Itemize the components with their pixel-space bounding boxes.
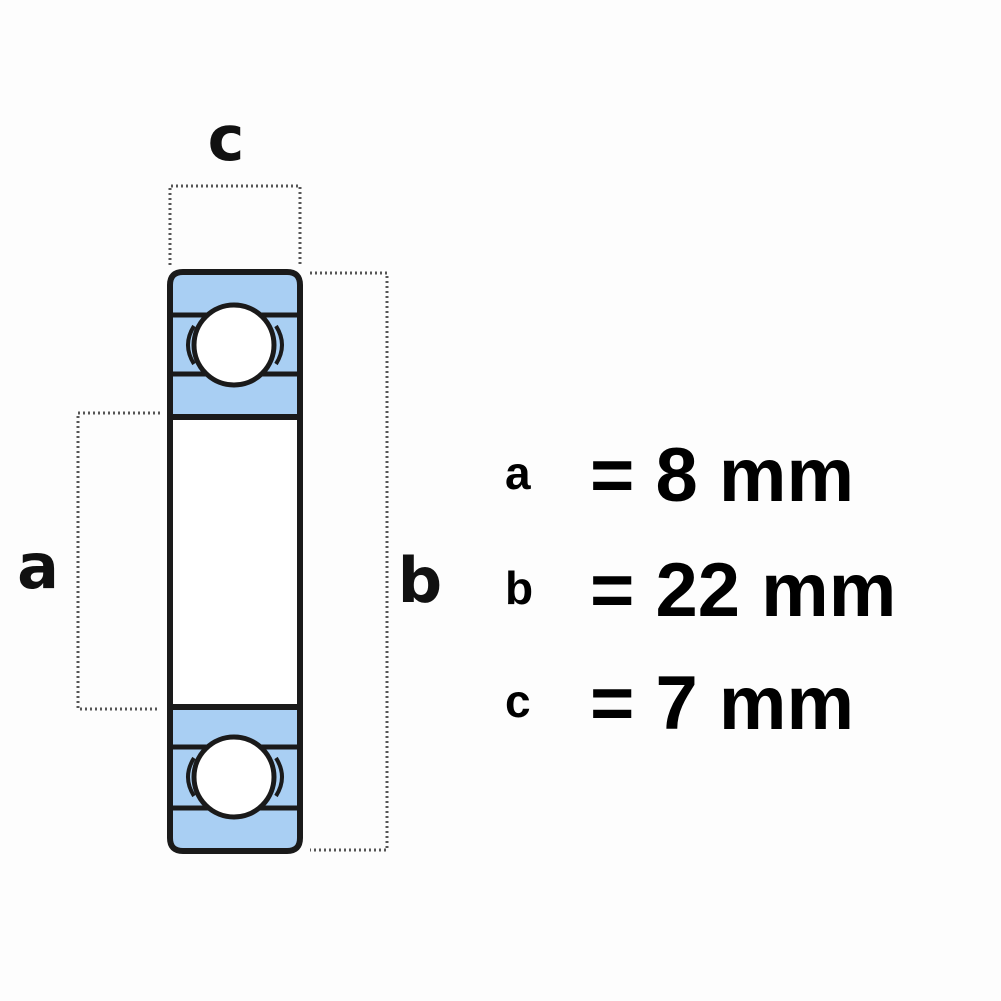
width-c-bracket	[168, 184, 302, 265]
upper-ball	[191, 302, 277, 388]
spec-value: = 8 mm	[590, 433, 855, 518]
spec-row-b: b = 22 mm	[505, 545, 995, 645]
lower-ball	[191, 734, 277, 820]
inner-a-bracket	[76, 411, 160, 711]
spec-key: a	[505, 447, 531, 499]
upper-seal-left	[186, 324, 196, 366]
spec-key: c	[505, 675, 531, 727]
outer-b-bracket	[310, 271, 389, 852]
bearing-body	[167, 269, 303, 854]
width-c-label: c	[208, 102, 245, 175]
lower-seal-right	[274, 756, 284, 798]
spec-row-a: a = 8 mm	[505, 430, 995, 530]
inner-a-label: a	[17, 530, 59, 603]
upper-seal-right	[274, 324, 284, 366]
bore-area	[167, 414, 303, 710]
spec-row-c: c = 7 mm	[505, 658, 995, 758]
spec-key: b	[505, 562, 534, 614]
spec-value: = 7 mm	[590, 661, 855, 746]
outer-b-label: b	[398, 544, 442, 617]
spec-value: = 22 mm	[590, 548, 897, 633]
dimension-guides	[76, 184, 389, 852]
lower-seal-left	[186, 756, 196, 798]
